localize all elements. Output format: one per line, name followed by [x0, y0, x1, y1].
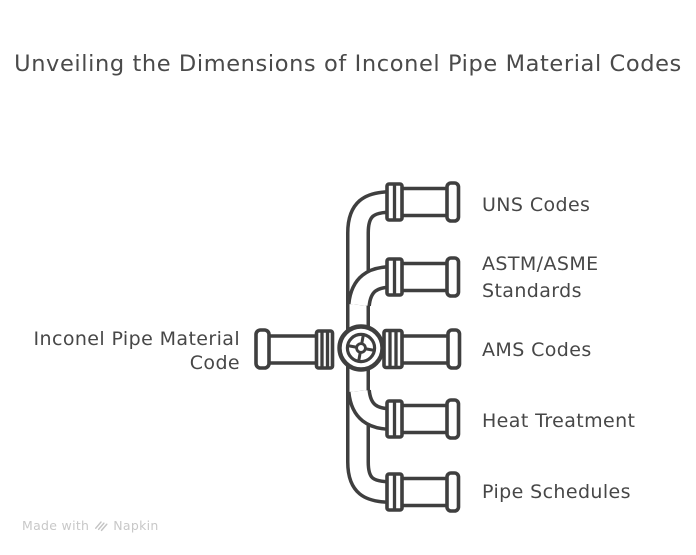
branch-pipe-uns: [385, 181, 461, 223]
valve-wheel-icon: [337, 324, 385, 372]
branch-pipe-astm: [385, 256, 461, 298]
napkin-logo-icon: [95, 520, 108, 531]
center-pipe-left: [254, 328, 335, 370]
central-node-label: Inconel Pipe Material Code: [33, 328, 240, 374]
center-pipe-right: [382, 328, 462, 370]
napkin-brand-text: Napkin: [113, 518, 159, 533]
branch-label-uns-codes: UNS Codes: [482, 194, 591, 216]
branch-label-astm-asme-standards: ASTM/ASME Standards: [482, 253, 599, 302]
napkin-badge[interactable]: Made with Napkin: [22, 518, 159, 533]
branch-pipe-heat: [385, 398, 461, 440]
made-with-text: Made with: [22, 518, 90, 533]
branch-pipe-schedules: [385, 471, 461, 513]
branch-label-ams-codes: AMS Codes: [482, 339, 592, 361]
branch-label-pipe-schedules: Pipe Schedules: [482, 481, 631, 503]
branch-label-heat-treatment: Heat Treatment: [482, 410, 636, 432]
diagram-title: Unveiling the Dimensions of Inconel Pipe…: [14, 51, 682, 77]
